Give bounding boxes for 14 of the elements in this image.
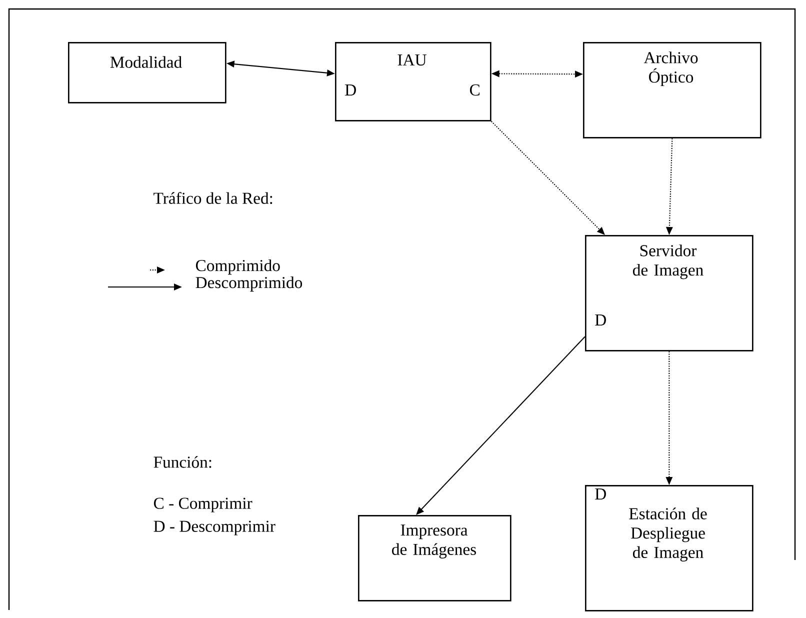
process-box: Archivo Óptico <box>583 42 762 138</box>
note-text: D - Descomprimir <box>154 520 276 536</box>
process-box: D Estación de Despliegue de Imagen <box>585 485 754 612</box>
process-box: Modalidad <box>68 42 226 104</box>
note-text: C - Comprimir <box>154 498 252 512</box>
arrow <box>490 120 605 235</box>
legend-text: Comprimido <box>196 259 280 275</box>
process-box: Impresora de Imágenes <box>358 515 512 602</box>
note-text: Función: <box>154 456 212 468</box>
legend-text: Descomprimido <box>196 276 302 292</box>
process-box: Servidor de Imagen D <box>585 235 754 352</box>
process-box: IAU D C <box>335 42 492 122</box>
arrow <box>416 336 586 515</box>
note-text: Tráfico de la Red: <box>154 192 272 204</box>
